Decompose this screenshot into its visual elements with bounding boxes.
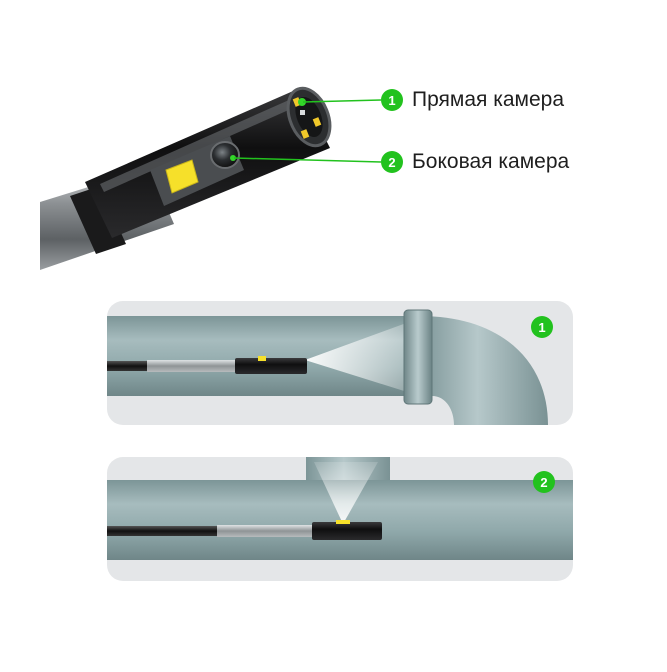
svg-text:1: 1 [388, 93, 395, 108]
callout-line-2 [233, 157, 382, 163]
callout-badge-1: 1 [381, 89, 403, 111]
probe-highlight [100, 96, 302, 192]
side-camera-label: Боковая камера [412, 150, 570, 173]
front-camera-dot [298, 98, 306, 106]
svg-text:1: 1 [538, 320, 545, 335]
side-camera-dot [230, 155, 236, 161]
probe-body [217, 525, 312, 537]
svg-text:2: 2 [540, 475, 547, 490]
probe-cable [107, 526, 217, 536]
front-camera-label: Прямая камера [412, 88, 565, 111]
scenario-badge-1: 1 [531, 316, 553, 338]
callout-badge-2: 2 [381, 151, 403, 173]
pipe-flange [403, 309, 433, 405]
side-led [165, 159, 199, 194]
light-beam [314, 462, 378, 524]
side-camera-lens [210, 141, 240, 169]
scenario-panel-2: 2 [107, 457, 573, 581]
probe-head [312, 522, 382, 540]
pipe-elbow [420, 316, 548, 425]
front-tip-inner [295, 97, 323, 137]
front-led [300, 110, 305, 115]
probe-body [147, 360, 235, 372]
svg-text:2: 2 [388, 155, 395, 170]
probe-cable [107, 361, 147, 371]
light-beam [305, 318, 420, 396]
scenario-badge-2: 2 [533, 471, 555, 493]
probe-led [258, 356, 266, 361]
front-led [300, 129, 310, 139]
callout-line-1 [302, 99, 382, 103]
endoscope-probe [40, 86, 332, 270]
probe-led [336, 520, 350, 524]
scenario-panel-1: 1 [107, 301, 573, 425]
probe-head [235, 358, 307, 374]
front-led [312, 117, 322, 127]
